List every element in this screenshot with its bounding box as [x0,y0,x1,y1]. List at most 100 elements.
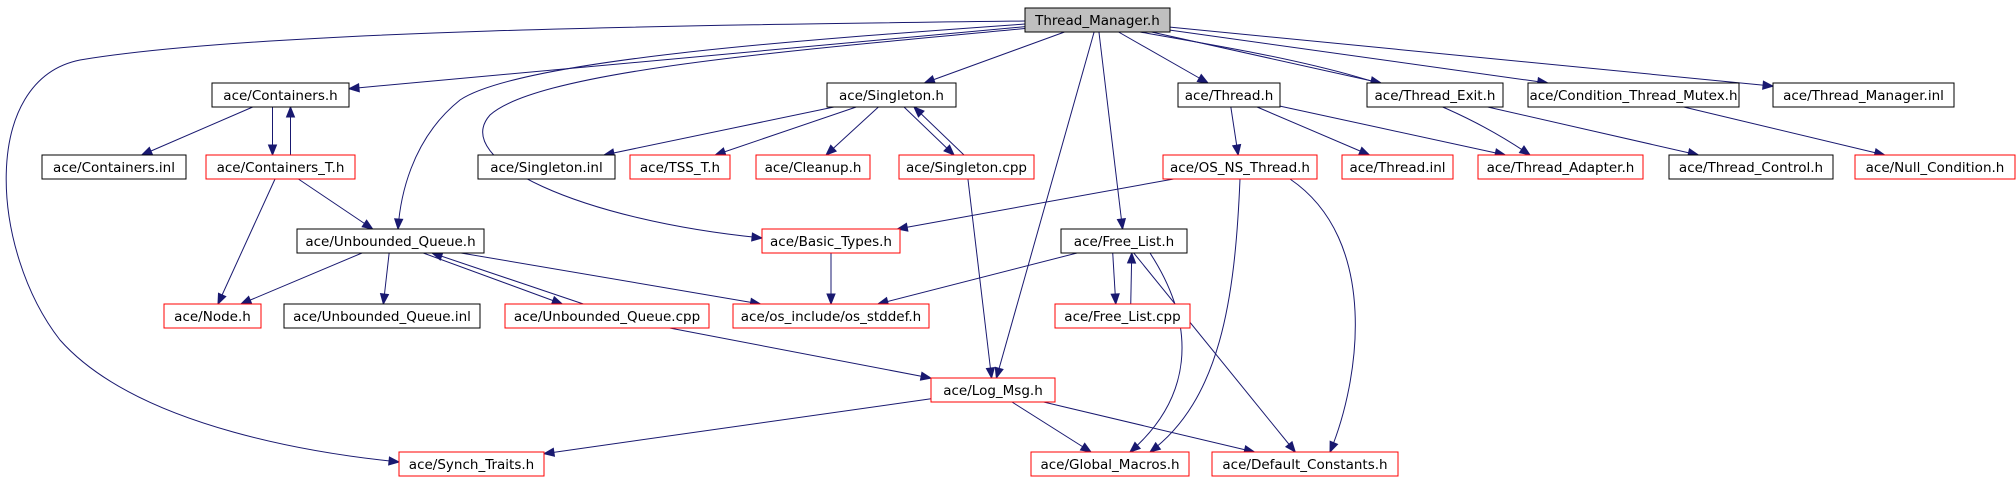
edge-os-ns-thread-h-to-basic-types-h [897,178,1174,230]
node-cleanup-h[interactable]: ace/Cleanup.h [755,154,871,180]
node-os-stddef-h[interactable]: ace/os_include/os_stddef.h [732,303,930,329]
node-box [1668,154,1834,180]
node-label: ace/Log_Msg.h [943,383,1043,399]
node-label: ace/Thread_Manager.inl [1783,88,1944,104]
node-containers-inl[interactable]: ace/Containers.inl [41,154,187,180]
node-label: ace/TSS_T.h [640,160,720,176]
node-label: ace/OS_NS_Thread.h [1170,160,1310,176]
edge-singleton-h-to-tss-t-h [715,106,857,156]
node-box [1177,82,1281,108]
node-default-constants-h[interactable]: ace/Default_Constants.h [1211,451,1399,477]
edge-unbounded-queue-h-to-unbounded-queue-cpp [423,252,563,305]
node-singleton-inl[interactable]: ace/Singleton.inl [477,154,616,180]
edge-containers-t-h-to-node-h-arrowhead [217,292,227,306]
node-os-ns-thread-h[interactable]: ace/OS_NS_Thread.h [1162,154,1318,180]
node-label: ace/Thread_Exit.h [1375,88,1496,104]
edge-thread-h-to-os-ns-thread-h-arrowhead [1231,143,1242,157]
node-label: ace/Null_Condition.h [1866,160,2005,176]
edge-thread-manager-h-to-unbounded-queue-h [397,23,1026,230]
edge-log-msg-h-to-default-constants-h [1043,401,1255,453]
edge-free-list-h-to-free-list-cpp-arrowhead [1110,293,1120,306]
node-free-list-cpp[interactable]: ace/Free_List.cpp [1054,303,1191,329]
edge-os-ns-thread-h-to-global-macros-h [1149,178,1241,453]
node-label: ace/Thread.inl [1349,160,1445,176]
edge-singleton-cpp-to-log-msg-h-arrowhead [985,367,996,380]
node-box [1477,154,1644,180]
edge-thread-h-to-thread-adapter-h [1279,105,1506,156]
node-label: ace/Singleton.h [839,88,944,104]
edge-singleton-h-to-tss-t-h-arrowhead [713,147,727,157]
node-thread-manager-inl[interactable]: ace/Thread_Manager.inl [1772,82,1955,108]
edge-os-ns-thread-h-to-global-macros-h-arrowhead [1148,441,1162,453]
node-label: ace/Unbounded_Queue.cpp [514,309,700,325]
edge-layer [5,20,1887,466]
edge-thread-manager-h-to-log-msg-h [995,31,1095,379]
edge-thread-manager-h-to-containers-h-arrowhead [347,83,360,93]
node-box [761,228,901,254]
node-thread-control-h[interactable]: ace/Thread_Control.h [1668,154,1834,180]
edge-containers-t-h-to-containers-h-arrowhead [285,105,296,118]
edge-unbounded-queue-h-to-unbounded-queue-cpp-arrowhead [550,295,564,305]
edge-thread-manager-h-to-thread-exit-h [1151,31,1382,84]
node-box [930,377,1056,403]
node-containers-h[interactable]: ace/Containers.h [211,82,350,108]
node-box [211,82,350,108]
node-log-msg-h[interactable]: ace/Log_Msg.h [930,377,1056,403]
edge-thread-manager-h-to-synch-traits-h-arrowhead [388,456,401,466]
edge-singleton-cpp-to-log-msg-h [967,178,993,379]
node-global-macros-h[interactable]: ace/Global_Macros.h [1030,451,1190,477]
node-unbounded-queue-cpp[interactable]: ace/Unbounded_Queue.cpp [504,303,710,329]
edge-containers-h-to-containers-inl [141,106,253,156]
node-label: ace/Containers.h [223,88,337,104]
node-thread-manager-h[interactable]: Thread_Manager.h [1024,7,1171,33]
node-box [398,451,545,477]
edge-log-msg-h-to-synch-traits-h [543,398,932,455]
node-label: ace/Containers.inl [53,160,175,176]
edge-unbounded-queue-h-to-os-stddef-h [460,252,761,305]
edge-log-msg-h-to-global-macros-h [1011,401,1092,453]
edge-os-ns-thread-h-to-default-constants-h-arrowhead [1329,440,1339,454]
edge-unbounded-queue-cpp-to-unbounded-queue-h-arrowhead [430,251,444,261]
node-label: ace/Unbounded_Queue.h [305,234,475,250]
node-label: ace/Thread.h [1185,88,1274,104]
node-tss-t-h[interactable]: ace/TSS_T.h [629,154,731,180]
node-box [163,303,262,329]
edge-thread-h-to-thread-inl-arrowhead [1357,146,1371,156]
edge-log-msg-h-to-global-macros-h-arrowhead [1079,442,1093,453]
node-thread-h[interactable]: ace/Thread.h [1177,82,1281,108]
node-label: ace/Singleton.inl [490,160,603,176]
node-null-condition-h[interactable]: ace/Null_Condition.h [1854,154,2016,180]
edge-singleton-h-to-singleton-inl [603,106,835,156]
edge-unbounded-queue-h-to-node-h [240,252,363,305]
edge-containers-h-to-containers-t-h-arrowhead [267,144,278,157]
node-label: ace/Containers_T.h [217,160,345,176]
node-label: ace/Singleton.cpp [906,160,1027,176]
node-label: ace/Free_List.h [1074,234,1174,250]
node-thread-inl[interactable]: ace/Thread.inl [1341,154,1454,180]
node-thread-adapter-h[interactable]: ace/Thread_Adapter.h [1477,154,1644,180]
node-box [1211,451,1399,477]
node-singleton-h[interactable]: ace/Singleton.h [826,82,957,108]
node-box [1341,154,1454,180]
edge-thread-manager-h-to-unbounded-queue-h-arrowhead [393,218,404,231]
node-thread-exit-h[interactable]: ace/Thread_Exit.h [1366,82,1504,108]
node-unbounded-queue-h[interactable]: ace/Unbounded_Queue.h [296,228,485,254]
edge-unbounded-queue-h-to-node-h-arrowhead [239,295,253,305]
node-label: ace/Free_List.cpp [1064,309,1180,325]
node-label: ace/Unbounded_Queue.inl [293,309,471,325]
node-box [629,154,731,180]
node-node-h[interactable]: ace/Node.h [163,303,262,329]
node-box [1054,303,1191,329]
node-free-list-h[interactable]: ace/Free_List.h [1060,228,1188,254]
node-label: Thread_Manager.h [1034,13,1160,29]
node-synch-traits-h[interactable]: ace/Synch_Traits.h [398,451,545,477]
edge-free-list-h-to-default-constants-h-arrowhead [1284,440,1297,454]
node-basic-types-h[interactable]: ace/Basic_Types.h [761,228,901,254]
node-condition-thread-mutex-h[interactable]: ace/Condition_Thread_Mutex.h [1527,82,1740,108]
node-singleton-cpp[interactable]: ace/Singleton.cpp [898,154,1035,180]
node-containers-t-h[interactable]: ace/Containers_T.h [205,154,356,180]
edge-free-list-h-to-default-constants-h [1133,252,1296,453]
node-box [1030,451,1190,477]
node-unbounded-queue-inl[interactable]: ace/Unbounded_Queue.inl [283,303,481,329]
node-label: ace/Thread_Control.h [1679,160,1823,176]
